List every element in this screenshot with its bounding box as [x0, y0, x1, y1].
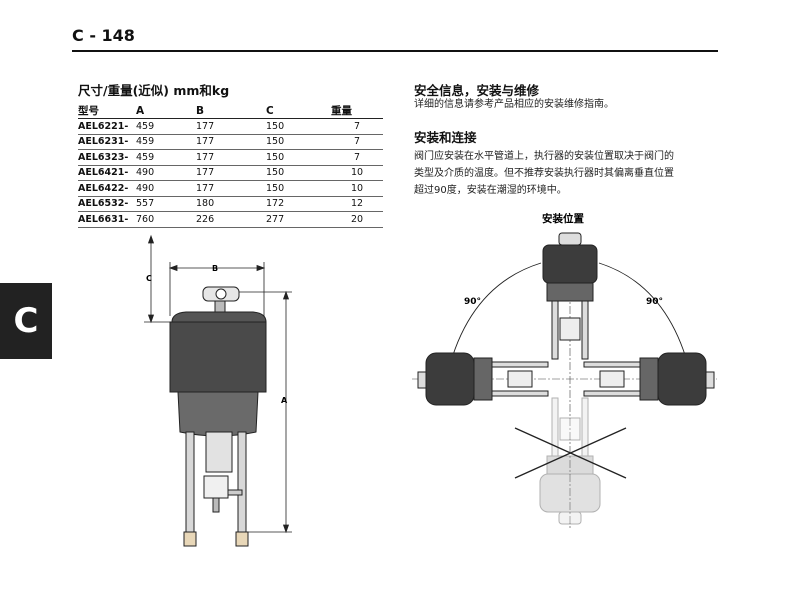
cell-model: AEL6422- — [78, 180, 136, 197]
col-header-c: C — [266, 103, 331, 119]
right-angle-label: 90° — [646, 297, 663, 307]
cell-a: 459 — [136, 134, 196, 150]
cell-c: 150 — [266, 165, 331, 181]
dim-c-arrow-top — [147, 234, 155, 244]
dim-a-label: A — [281, 396, 288, 405]
cell-c: 277 — [266, 211, 331, 228]
col-header-model: 型号 — [78, 103, 136, 119]
table-row: AEL6532- 557 180 172 12 — [78, 196, 383, 212]
mounting-title: 安装位置 — [542, 212, 584, 225]
installation-line-1: 阀门应安装在水平管道上，执行器的安装位置取决于阀门的 — [414, 151, 674, 162]
cell-weight: 7 — [331, 118, 383, 135]
cell-model: AEL6421- — [78, 165, 136, 181]
cell-weight: 20 — [331, 211, 383, 228]
safety-title: 安全信息，安装与维修 — [414, 83, 540, 98]
cell-a: 557 — [136, 196, 196, 212]
stem-housing — [205, 431, 233, 473]
cell-a: 459 — [136, 118, 196, 135]
actuator-right — [583, 352, 715, 406]
cell-c: 172 — [266, 196, 331, 212]
cell-model: AEL6221- — [78, 118, 136, 135]
cell-model: AEL6631- — [78, 211, 136, 228]
page-number: C - 148 — [72, 26, 135, 45]
table-row: AEL6221- 459 177 150 7 — [78, 118, 383, 135]
actuator-cover-top — [171, 311, 267, 323]
actuator-inverted — [539, 397, 601, 525]
cell-weight: 7 — [331, 149, 383, 166]
cell-a: 490 — [136, 180, 196, 197]
cell-weight: 7 — [331, 134, 383, 150]
table-row: AEL6422- 490 177 150 10 — [78, 180, 383, 197]
dim-a-arrow-bottom — [282, 524, 290, 534]
cell-c: 150 — [266, 118, 331, 135]
cell-a: 490 — [136, 165, 196, 181]
cell-weight: 10 — [331, 180, 383, 197]
coupling-bracket — [227, 489, 243, 496]
col-header-a: A — [136, 103, 196, 119]
table-row: AEL6323- 459 177 150 7 — [78, 149, 383, 166]
cell-b: 180 — [196, 196, 266, 212]
cell-b: 177 — [196, 149, 266, 166]
cell-b: 226 — [196, 211, 266, 228]
dim-a-arrow-top — [282, 290, 290, 300]
installation-title: 安装和连接 — [414, 130, 477, 145]
cell-a: 760 — [136, 211, 196, 228]
cell-b: 177 — [196, 118, 266, 135]
cell-model: AEL6323- — [78, 149, 136, 166]
installation-line-2: 类型及介质的温度。但不推荐安装执行器时其偏离垂直位置 — [414, 168, 674, 179]
dim-b-arrow-left — [168, 264, 178, 272]
thread-right — [235, 531, 249, 547]
cell-weight: 12 — [331, 196, 383, 212]
thread-left — [183, 531, 197, 547]
table-row: AEL6631- 760 226 277 20 — [78, 211, 383, 228]
safety-body: 详细的信息请参考产品相应的安装维修指南。 — [414, 99, 614, 110]
dim-b-label: B — [212, 264, 218, 273]
header-rule — [72, 50, 718, 52]
cell-b: 177 — [196, 134, 266, 150]
handwheel-center — [215, 288, 227, 300]
table-row: AEL6421- 490 177 150 10 — [78, 165, 383, 181]
actuator-left — [417, 352, 549, 406]
section-tab: C — [0, 283, 52, 359]
dimensions-title: 尺寸/重量(近似) mm和kg — [78, 83, 230, 98]
valve-stem — [212, 497, 220, 513]
dim-b-arrow-right — [256, 264, 266, 272]
cell-a: 459 — [136, 149, 196, 166]
table-row: AEL6231- 459 177 150 7 — [78, 134, 383, 150]
table-header-row: 型号 A B C 重量 — [78, 103, 383, 119]
cell-b: 177 — [196, 165, 266, 181]
cell-weight: 10 — [331, 165, 383, 181]
dim-c-label: C — [146, 274, 152, 283]
cell-model: AEL6532- — [78, 196, 136, 212]
cell-b: 177 — [196, 180, 266, 197]
actuator-housing — [169, 321, 267, 393]
cell-c: 150 — [266, 180, 331, 197]
installation-line-3: 超过90度，安装在潮湿的环境中。 — [414, 185, 567, 196]
left-angle-label: 90° — [464, 297, 481, 307]
dimensions-table: 型号 A B C 重量 AEL6221- 459 177 150 7 AEL62… — [78, 103, 383, 228]
cell-c: 150 — [266, 134, 331, 150]
actuator-upright — [542, 232, 598, 360]
cell-model: AEL6231- — [78, 134, 136, 150]
cross-out-line-2 — [514, 427, 627, 479]
col-header-b: B — [196, 103, 266, 119]
cell-c: 150 — [266, 149, 331, 166]
dim-c-arrow-bottom — [147, 314, 155, 324]
col-header-weight: 重量 — [331, 103, 383, 119]
